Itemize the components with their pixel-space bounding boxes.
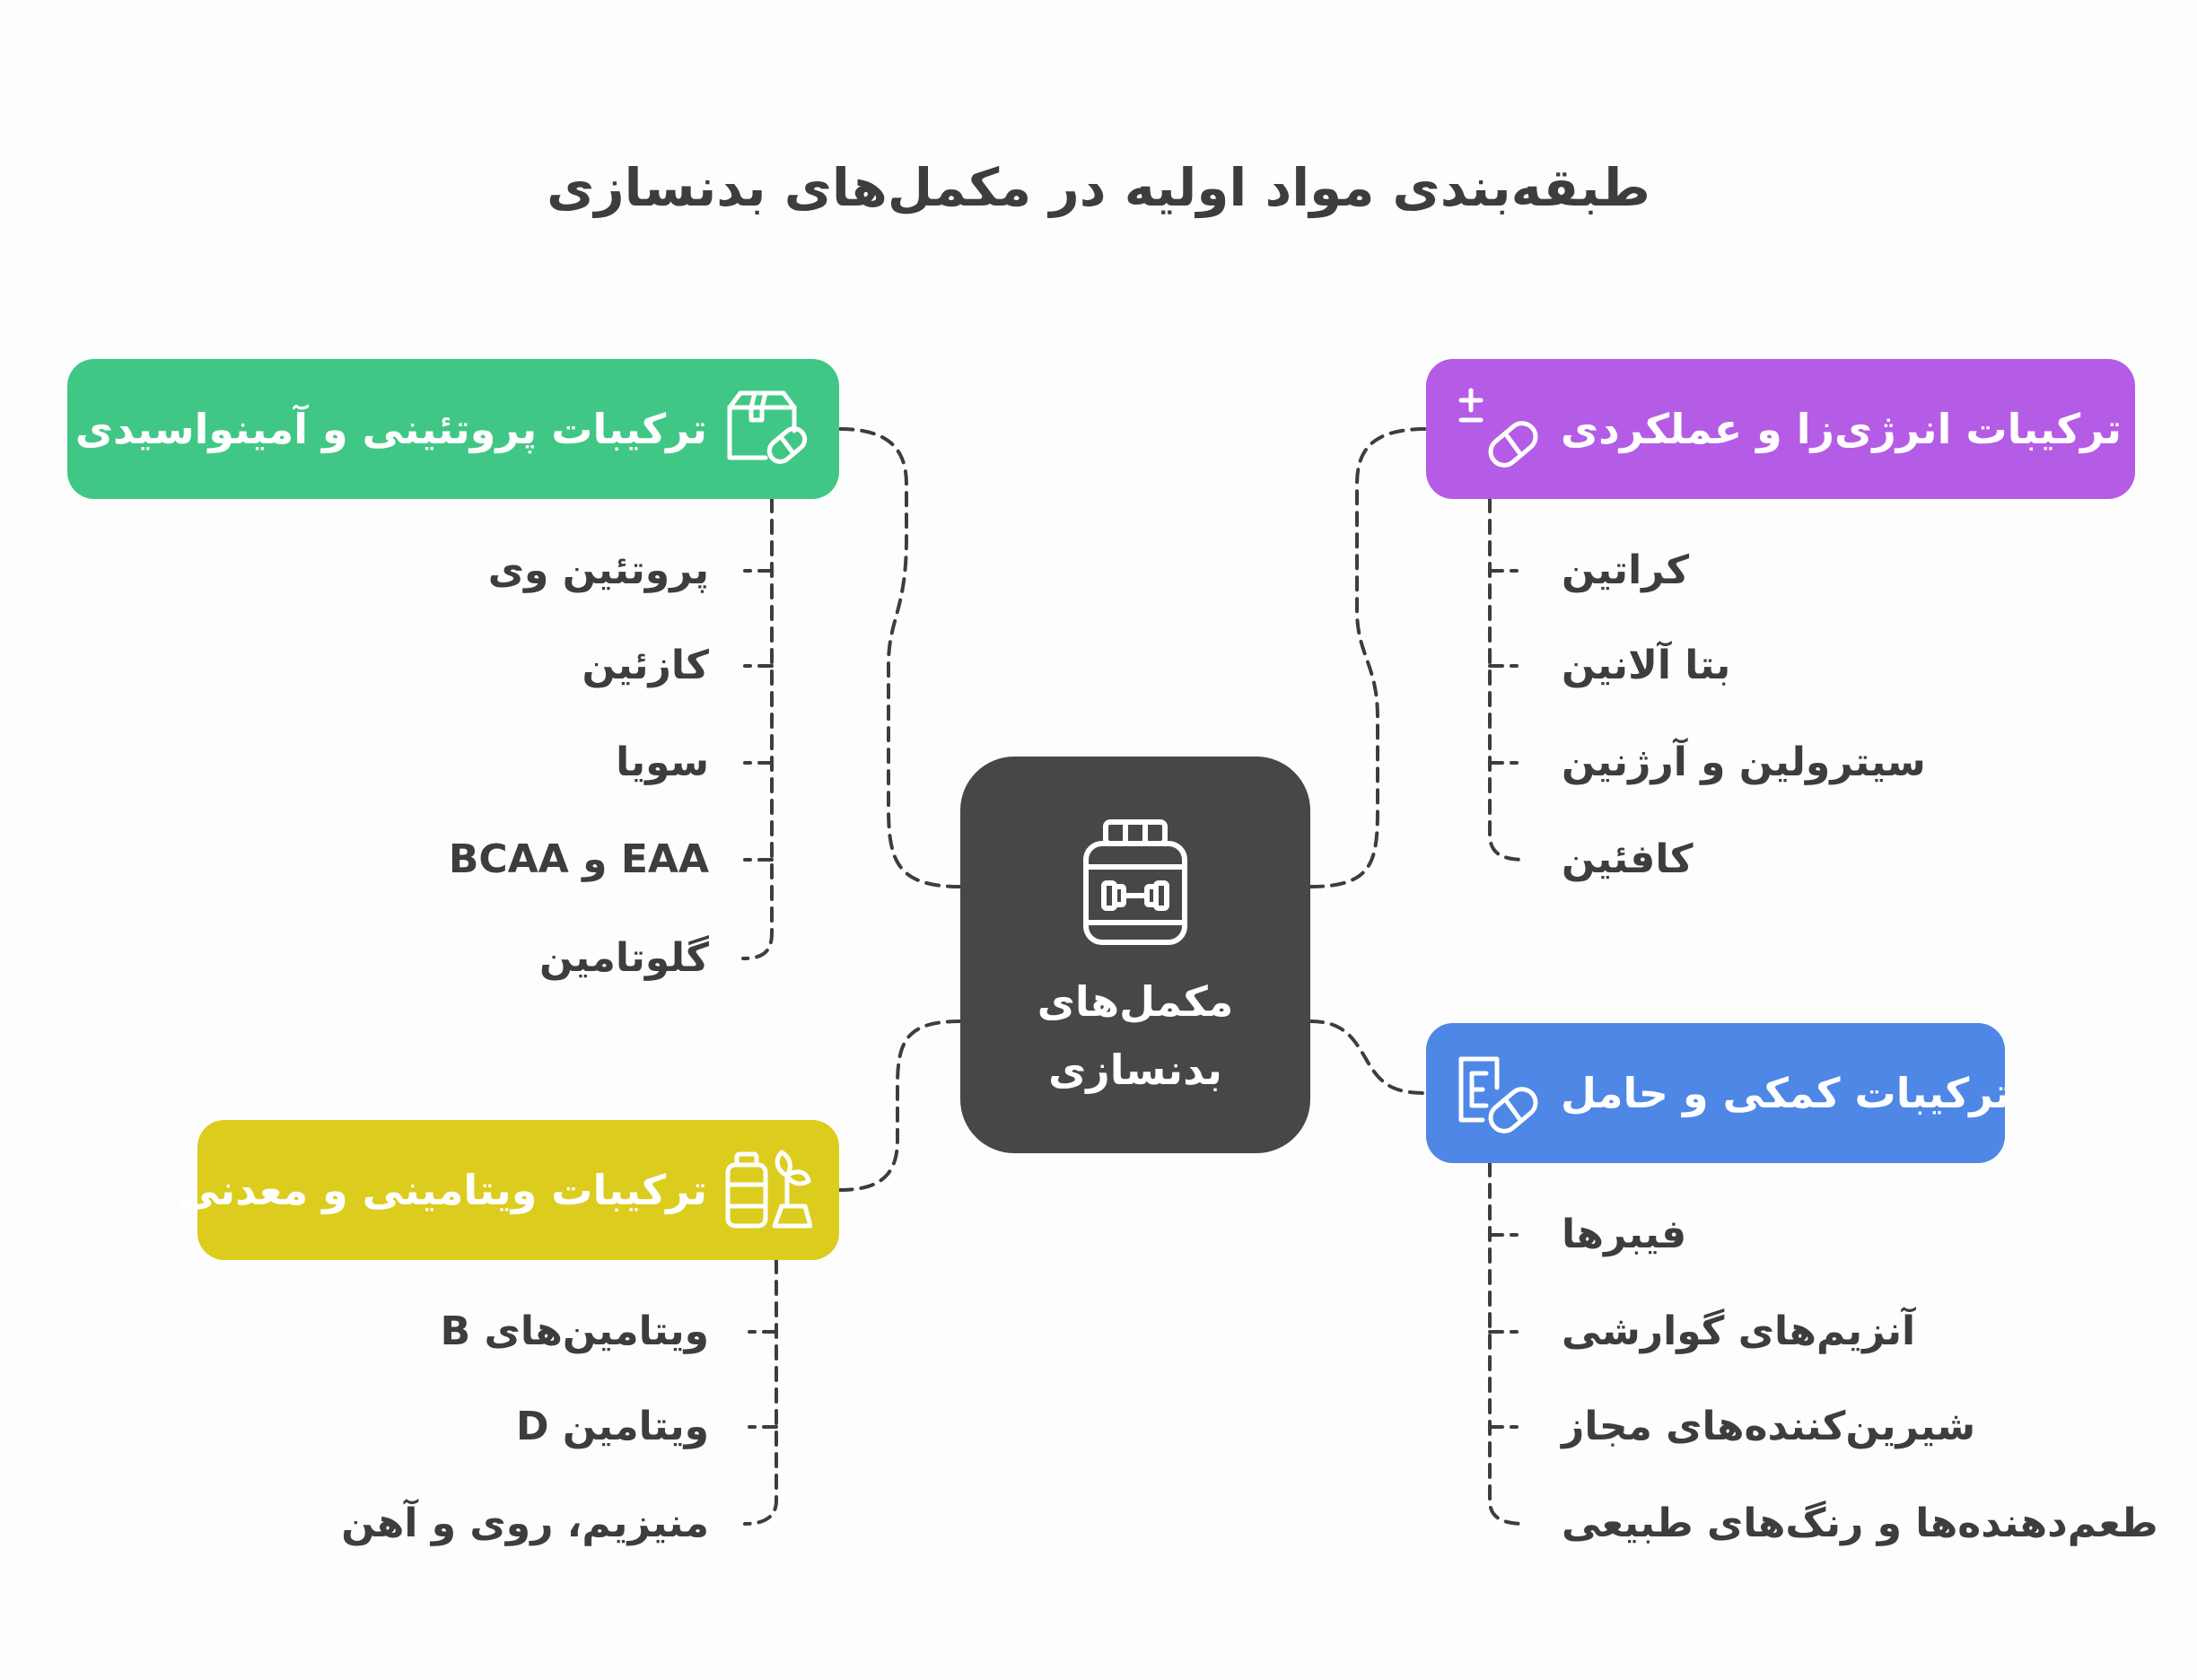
energy-item-1: کراتین: [1562, 547, 1690, 593]
category-protein: ترکیبات پروتئینی و آمینواسیدی: [67, 359, 839, 499]
category-vitamin-label: ترکیبات ویتامینی و معدنی: [178, 1166, 707, 1214]
vitamin-item-2: ویتامین D: [515, 1404, 709, 1449]
vitamin-item-1: ویتامین‌های B: [440, 1308, 709, 1354]
protein-item-5: گلوتامین: [539, 935, 709, 981]
vitamin-item-3: منیزیم، روی و آهن: [341, 1501, 709, 1546]
supplement-jar-icon: [1077, 815, 1194, 953]
auxiliary-item-4: طعم‌دهنده‌ها و رنگ‌های طبیعی: [1562, 1501, 2158, 1546]
auxiliary-trunk: [1488, 1161, 1527, 1526]
bottle-leaf-icon: [722, 1149, 813, 1235]
center-label-line2: بدنسازی: [1048, 1046, 1222, 1094]
center-node: مکمل‌های بدنسازی: [960, 757, 1310, 1153]
connector-center-energy: [1309, 427, 1428, 888]
protein-item-4: EAA و BCAA: [448, 836, 709, 882]
connector-center-protein: [837, 427, 962, 888]
protein-item-1: پروتئین وی: [487, 547, 709, 593]
auxiliary-item-2: آنزیم‌های گوارشی: [1562, 1308, 1916, 1354]
protein-item-2: کازئین: [582, 643, 709, 688]
category-vitamin: ترکیبات ویتامینی و معدنی: [178, 1120, 839, 1260]
category-auxiliary: ترکیبات کمکی و حامل: [1426, 1023, 2010, 1163]
vitamin-trunk: [743, 1258, 778, 1526]
category-auxiliary-label: ترکیبات کمکی و حامل: [1561, 1069, 2011, 1117]
energy-item-2: بتا آلانین: [1562, 643, 1731, 688]
protein-item-3: سویا: [616, 739, 709, 785]
center-label-line1: مکمل‌های: [1037, 977, 1234, 1026]
energy-item-3: سیترولین و آرژنین: [1562, 739, 1926, 785]
auxiliary-item-1: فیبرها: [1562, 1212, 1687, 1257]
category-energy-label: ترکیبات انرژی‌زا و عملکردی: [1561, 405, 2123, 453]
energy-trunk: [1488, 497, 1527, 862]
auxiliary-item-3: شیرین‌کننده‌های مجاز: [1562, 1404, 1976, 1449]
e-number-pill-icon: [1456, 1052, 1545, 1142]
pill-plus-minus-icon: [1456, 388, 1545, 477]
category-energy: ترکیبات انرژی‌زا و عملکردی: [1426, 359, 2135, 499]
protein-trunk: [741, 497, 774, 960]
diagram-title: طبقه‌بندی مواد اولیه در مکمل‌های بدنسازی: [547, 157, 1650, 218]
connector-center-auxiliary: [1309, 1019, 1428, 1095]
connector-center-vitamin: [837, 1019, 962, 1192]
category-protein-label: ترکیبات پروتئینی و آمینواسیدی: [74, 405, 707, 453]
box-pill-icon: [722, 388, 812, 474]
energy-item-4: کافئین: [1562, 836, 1694, 882]
center-label: مکمل‌های بدنسازی: [960, 967, 1310, 1104]
